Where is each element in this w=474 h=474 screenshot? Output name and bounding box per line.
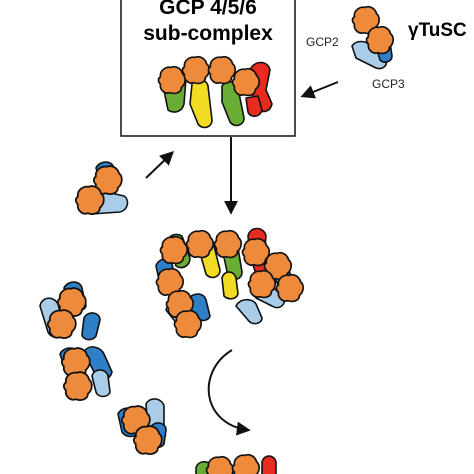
arrow-icon [145, 151, 175, 179]
subcomplex-panel: GCP 4/5/6 sub-complex [120, 0, 296, 137]
assembled-complex-icon [155, 227, 305, 339]
tusc-icon [117, 398, 167, 455]
tusc-icon [74, 161, 129, 215]
subcomplex-icon [157, 55, 273, 129]
tusc-legend: γTuSC GCP2 GCP3 [306, 5, 467, 91]
tusc-label: γTuSC [408, 20, 467, 41]
tusc-icon [39, 281, 101, 341]
curved-arrow-icon [207, 349, 251, 436]
gcp2-label: GCP2 [306, 35, 339, 49]
gcp3-label: GCP3 [372, 77, 405, 91]
subcomplex-title-line1: GCP 4/5/6 [159, 0, 257, 19]
arrow-icon [300, 81, 339, 99]
ring-complex-icon [195, 453, 277, 474]
tusc-icon [351, 5, 395, 70]
subcomplex-title-line2: sub-complex [143, 22, 273, 45]
tusc-icon [59, 346, 113, 401]
